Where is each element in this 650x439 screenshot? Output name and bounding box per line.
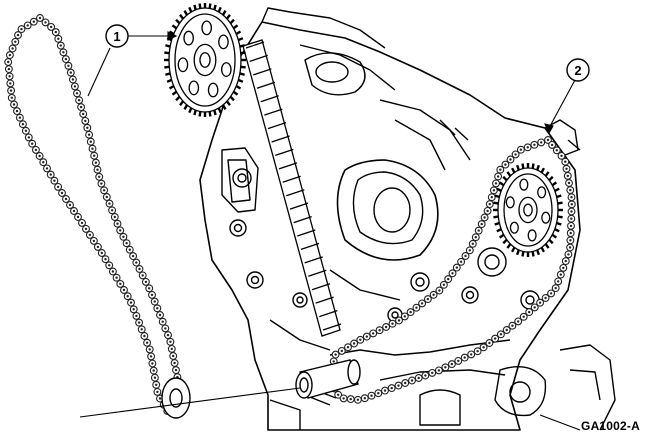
sprocket-hole [177,57,189,73]
callout-2-number: 2 [574,63,581,78]
callout-1-number: 1 [113,29,120,44]
guide-rungs [245,41,342,331]
sprocket-hole [218,34,229,50]
guide-rung [308,269,327,277]
right-camshaft-sprocket [493,163,563,257]
guide-rung [275,148,294,157]
guide-rung [297,229,316,237]
left-timing-chain [4,14,184,415]
figure-id: GA1002-A [581,419,640,433]
guide-rung [260,95,279,103]
guide-rung [267,121,287,130]
sprocket-hole [183,30,194,46]
guide-rung [245,41,265,49]
guide-rung [289,202,309,210]
guide-rung [278,162,298,170]
engine-block [199,7,616,431]
guide-rung [286,189,305,197]
chain-guide [242,39,342,337]
guide-rung [256,81,276,89]
guide-rung [300,242,320,251]
guide-rung [311,283,331,291]
sprocket-hole [509,221,519,234]
guide-rung [319,309,338,318]
guide-rung [264,108,283,116]
sprocket-hole [519,178,529,191]
guide-rung [304,256,323,264]
callout-1: 1 [105,24,129,48]
crankshaft-sprocket [161,359,361,419]
guide-rung [322,323,342,331]
callout-2: 2 [566,58,590,82]
sprocket-hole [541,211,551,224]
sprocket-hole [527,229,537,242]
guide-rung [293,215,312,224]
sprocket-hole [537,186,547,199]
guide-rung [249,54,268,63]
sprocket-hole [220,62,232,77]
sprocket-hole [201,20,213,36]
left-camshaft-sprocket [164,3,246,117]
leader-lines [79,31,581,431]
sprocket-hole [188,80,200,96]
guide-rung [282,175,301,183]
sprocket-hole [505,196,515,209]
guide-rung [315,296,334,304]
guide-rung [253,68,272,76]
sprocket-hole [207,82,219,98]
guide-rung [271,135,290,143]
